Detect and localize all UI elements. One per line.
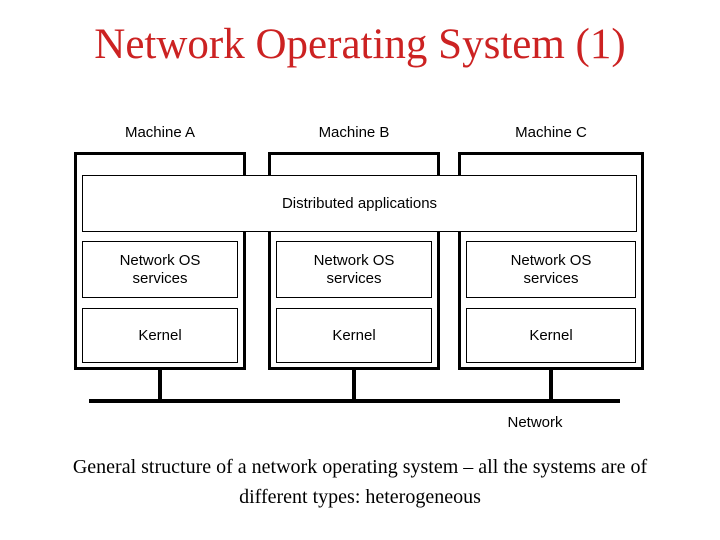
network-bus-line <box>89 399 620 403</box>
distributed-applications-label: Distributed applications <box>281 195 438 212</box>
machine-a-network-os-services-box: Network OS services <box>82 241 238 298</box>
machine-b-network-os-line2: services <box>326 269 382 287</box>
machine-b-network-os-services-box: Network OS services <box>276 241 432 298</box>
machine-b-label: Machine B <box>318 124 390 141</box>
machine-c-network-os-services-box: Network OS services <box>466 241 636 298</box>
machine-c-kernel-box: Kernel <box>466 308 636 363</box>
machine-b-kernel-label: Kernel <box>332 326 376 344</box>
machine-c-label: Machine C <box>515 124 587 141</box>
distributed-applications-box: Distributed applications <box>82 175 637 232</box>
machine-a-network-connector <box>158 368 162 401</box>
slide-title: Network Operating System (1) <box>94 21 626 68</box>
slide-caption: General structure of a network operating… <box>0 452 720 512</box>
machine-b-network-connector <box>352 368 356 401</box>
machine-a-label: Machine A <box>124 124 196 141</box>
machine-a-network-os-line2: services <box>132 269 188 287</box>
caption-line-1: General structure of a network operating… <box>72 456 648 478</box>
machine-b-network-os-line1: Network OS <box>313 251 395 269</box>
machine-c-network-connector <box>549 368 553 401</box>
machine-b-kernel-box: Kernel <box>276 308 432 363</box>
machine-c-kernel-label: Kernel <box>529 326 573 344</box>
machine-a-network-os-line1: Network OS <box>119 251 201 269</box>
machine-a-kernel-box: Kernel <box>82 308 238 363</box>
machine-c-network-os-line1: Network OS <box>510 251 592 269</box>
machine-a-kernel-label: Kernel <box>138 326 182 344</box>
machine-c-network-os-line2: services <box>523 269 579 287</box>
caption-line-2: different types: heterogeneous <box>239 486 481 508</box>
network-label: Network <box>507 414 563 431</box>
